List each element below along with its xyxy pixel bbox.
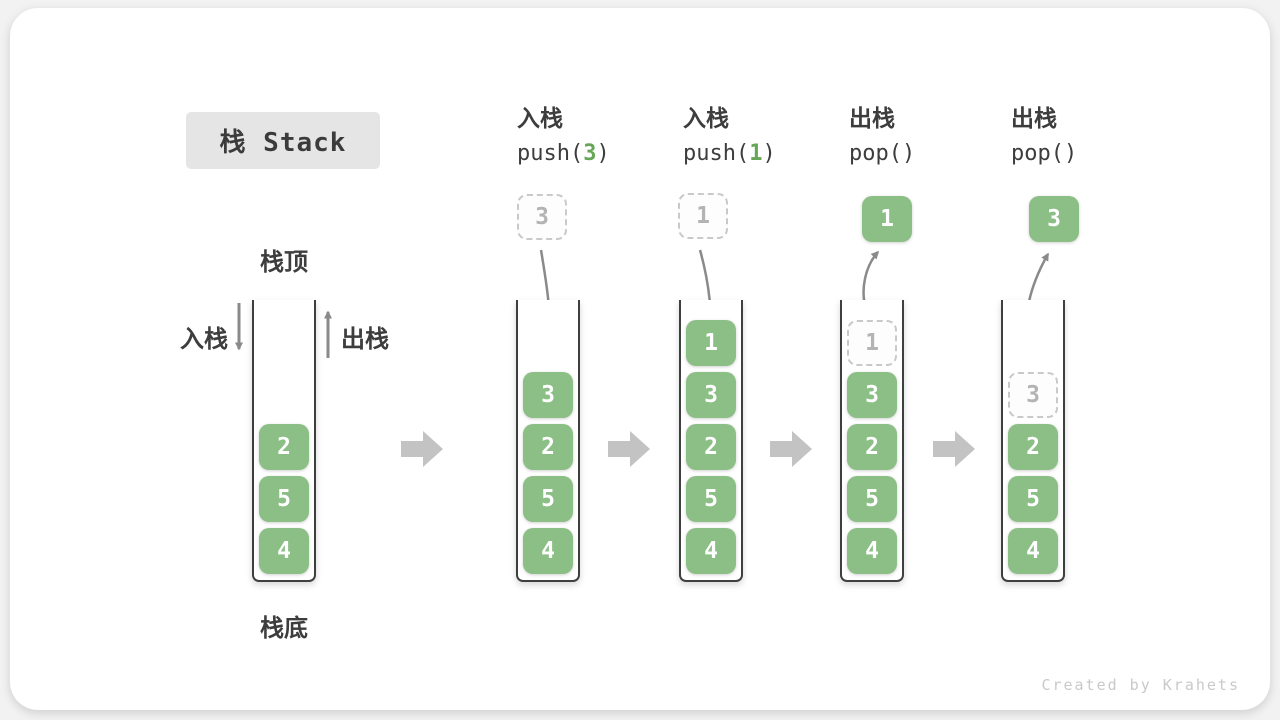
stack-block: 4 (686, 528, 736, 574)
operation-action: 入栈 (517, 105, 563, 131)
title-text: 栈 Stack (219, 128, 347, 158)
stack-block: 5 (1008, 476, 1058, 522)
stack-block: 1 (686, 320, 736, 366)
operation-label-push-3: 入栈 push(3) (517, 104, 610, 167)
code-pre: pop( (1011, 141, 1064, 166)
stack-block: 2 (523, 424, 573, 470)
stack-block: 5 (686, 476, 736, 522)
stack-block: 2 (847, 424, 897, 470)
operation-label-pop-1: 出栈 pop() (849, 104, 915, 167)
operation-action: 出栈 (1011, 105, 1057, 131)
pop-side-label: 出栈 (341, 326, 389, 353)
operation-label-push-1: 入栈 push(1) (683, 104, 776, 167)
floating-block: 1 (862, 196, 912, 242)
floating-ghost-block: 3 (517, 194, 567, 240)
operation-code: push(1) (683, 141, 776, 167)
stack-block: 2 (686, 424, 736, 470)
title-box: 栈 Stack (186, 112, 380, 169)
code-pre: push( (683, 141, 750, 166)
stack-block: 5 (523, 476, 573, 522)
operation-code: pop() (849, 141, 915, 167)
stack-block: 2 (259, 424, 309, 470)
code-post: ) (901, 141, 916, 166)
code-post: ) (596, 141, 610, 166)
stack-block: 4 (1008, 528, 1058, 574)
floating-ghost-block: 1 (678, 193, 728, 239)
stack-top-label: 栈顶 (260, 249, 308, 276)
operation-code: pop() (1011, 141, 1077, 167)
operation-action: 出栈 (849, 105, 895, 131)
stack-block: 3 (847, 372, 897, 418)
code-pre: pop( (849, 141, 902, 166)
stack-block: 3 (523, 372, 573, 418)
stack-block: 4 (259, 528, 309, 574)
operation-action: 入栈 (683, 105, 729, 131)
stack-bottom-label: 栈底 (260, 615, 308, 642)
watermark-text: Created by Krahets (1041, 676, 1240, 694)
stack-block: 5 (847, 476, 897, 522)
stack-block: 2 (1008, 424, 1058, 470)
stack-block: 4 (847, 528, 897, 574)
code-post: ) (1063, 141, 1078, 166)
stack-block: 3 (686, 372, 736, 418)
floating-block: 3 (1029, 196, 1079, 242)
stack-block: 4 (523, 528, 573, 574)
stack-block: 5 (259, 476, 309, 522)
push-side-label: 入栈 (180, 326, 228, 353)
operation-code: push(3) (517, 141, 610, 167)
code-arg: 1 (749, 141, 763, 166)
code-arg: 3 (583, 141, 597, 166)
ghost-block: 1 (847, 320, 897, 366)
code-pre: push( (517, 141, 584, 166)
operation-label-pop-2: 出栈 pop() (1011, 104, 1077, 167)
ghost-block: 3 (1008, 372, 1058, 418)
code-post: ) (762, 141, 776, 166)
